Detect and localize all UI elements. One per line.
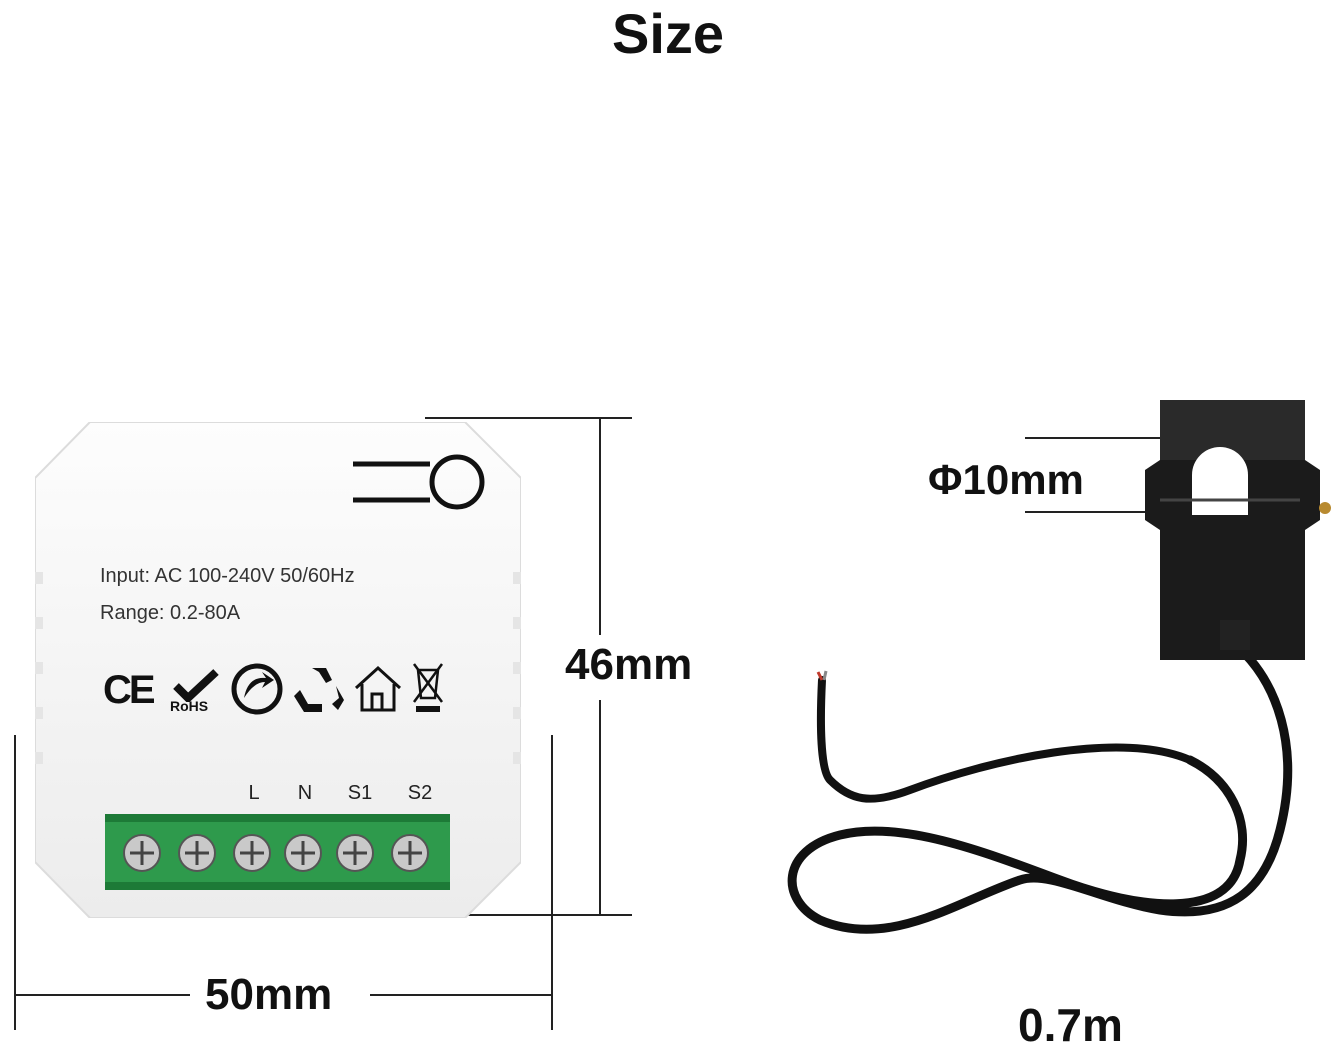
range-spec-text: Range: 0.2-80A: [100, 602, 241, 624]
cable-length-label: 0.7m: [1018, 999, 1123, 1051]
indoor-use-icon: [354, 665, 402, 712]
rohs-label: RoHS: [170, 698, 209, 714]
terminal-label-l: L: [248, 782, 260, 804]
terminal-screw: [123, 834, 161, 872]
terminal-screws: [123, 834, 429, 872]
terminal-screw: [284, 834, 322, 872]
terminal-screw: [178, 834, 216, 872]
terminal-label-s1: S1: [347, 782, 373, 804]
weee-bin-icon: [412, 663, 444, 712]
terminal-screw: [391, 834, 429, 872]
rohs-check-icon: [173, 669, 219, 702]
current-clamp: [787, 400, 1331, 934]
power-meter-module: [35, 422, 521, 918]
terminal-screw: [336, 834, 374, 872]
terminal-label-n: N: [297, 782, 313, 804]
input-spec-text: Input: AC 100-240V 50/60Hz: [100, 565, 355, 587]
terminal-screw: [233, 834, 271, 872]
recycle-icon: [294, 668, 344, 712]
clamp-diameter-label: Φ10mm: [928, 456, 1084, 503]
ce-icon: CE: [103, 668, 156, 712]
width-dimension-label: 50mm: [205, 970, 333, 1019]
page-title: Size: [611, 2, 725, 65]
height-dimension-label: 46mm: [565, 640, 693, 689]
green-dot-icon: [231, 663, 283, 715]
terminal-label-s2: S2: [407, 782, 433, 804]
